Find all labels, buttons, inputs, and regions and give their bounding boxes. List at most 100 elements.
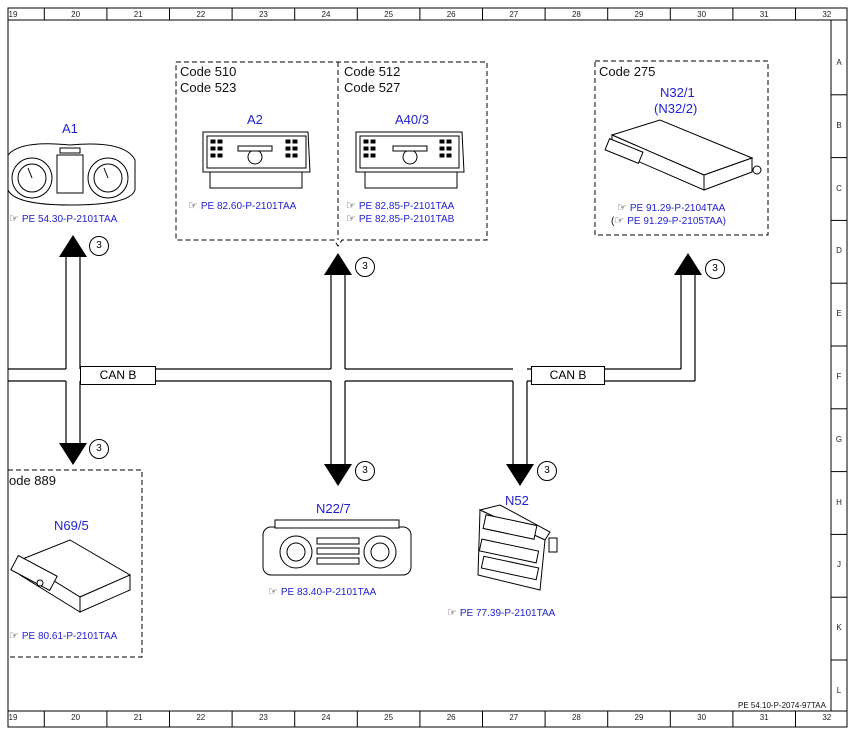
arrow-down-n22 [324,464,352,486]
component-name-n69: N69/5 [54,518,89,533]
grid-column-label: 24 [321,10,331,19]
grid-column-label: 23 [258,10,268,19]
grid-row-label: J [837,560,841,570]
n52-module-image [477,504,558,591]
grid-column-label: 22 [196,10,206,19]
document-reference: PE 54.10-P-2074-97TAA [738,701,826,710]
pointing-hand-icon: ☞ [9,630,19,642]
grid-column-label: 29 [634,10,644,19]
grid-row-label: E [836,309,842,319]
grid-column-label: 25 [384,713,394,722]
component-name-n52: N52 [505,493,529,508]
connector-3-n22: 3 [355,461,375,481]
grid-row-label: G [835,434,843,444]
grid-column-label: 32 [822,713,832,722]
ref-a2[interactable]: ☞PE 82.60-P-2101TAA [188,200,297,212]
grid-column-label: 22 [196,713,206,722]
code-box-n69 [8,469,143,658]
ref-n52[interactable]: ☞PE 77.39-P-2101TAA [447,607,556,619]
code-label-510: Code 510 [180,64,237,79]
arrow-down-n52 [506,464,534,486]
grid-column-label: 30 [697,10,707,19]
grid-column-label: 30 [697,713,707,722]
ref-n32-2[interactable]: (☞PE 91.29-P-2105TAA) [611,215,726,227]
grid-column-label: 25 [384,10,394,19]
can-b-label-left: CAN B [80,366,156,385]
connector-3-n32: 3 [705,259,725,279]
grid-column-label: 29 [634,713,644,722]
connector-3-n69: 3 [89,439,109,459]
component-name-a1: A1 [62,121,78,136]
a40-radio-image [355,131,465,189]
grid-ticks [43,8,847,727]
pointing-hand-icon: ☞ [188,200,198,212]
component-name-a2: A2 [247,112,263,127]
arrow-down-n69 [59,443,87,465]
grid-row-label: K [836,623,842,633]
code-box-n32 [594,60,769,236]
n69-module-image [10,539,132,613]
grid-column-label: 32 [822,10,832,19]
grid-row-label: H [836,497,842,507]
n22-climate-panel-image [262,519,412,576]
grid-column-label: 27 [509,713,519,722]
grid-column-label: 28 [571,10,581,19]
ref-a40-2[interactable]: ☞PE 82.85-P-2101TAB [346,213,455,225]
component-name-n22: N22/7 [316,501,351,516]
grid-column-label: 31 [759,10,769,19]
grid-column-label: 21 [133,713,143,722]
connector-3-audio: 3 [355,257,375,277]
code-box-audio [175,61,488,247]
pointing-hand-icon: ☞ [346,213,356,225]
pointing-hand-icon: ☞ [268,586,278,598]
ref-n32-prefix: ( [611,216,615,227]
arrow-up-a1 [59,235,87,257]
component-name-n32-alt: (N32/2) [654,101,698,116]
pointing-hand-icon: ☞ [9,213,19,225]
grid-column-label: 27 [509,10,519,19]
grid-column-label: 24 [321,713,331,722]
ref-a1[interactable]: ☞PE 54.30-P-2101TAA [9,213,118,225]
grid-column-label: 19 [8,713,18,722]
pointing-hand-icon: ☞ [614,215,625,227]
pointing-hand-icon: ☞ [617,202,627,214]
grid-column-label: 28 [571,713,581,722]
frame-border [7,7,848,728]
component-name-n32: N32/1 [660,85,695,100]
a1-instrument-cluster-image [7,143,136,206]
grid-row-label: D [836,246,842,256]
grid-column-label: 20 [71,10,81,19]
arrow-up-n32 [674,253,702,275]
grid-row-label: F [836,372,842,381]
ref-n32-1[interactable]: ☞PE 91.29-P-2104TAA [617,202,726,214]
code-label-512: Code 512 [344,64,401,79]
connector-3-n52: 3 [537,461,557,481]
ref-n22[interactable]: ☞PE 83.40-P-2101TAA [268,586,377,598]
grid-row-label: A [836,58,842,67]
code-label-523: Code 523 [180,80,237,95]
can-b-label-right: CAN B [531,366,605,385]
component-name-a40: A40/3 [395,112,429,127]
connection-arrows [59,235,702,486]
ref-a40-1[interactable]: ☞PE 82.85-P-2101TAA [346,200,455,212]
grid-column-label: 26 [446,713,456,722]
grid-column-label: 26 [446,10,456,19]
grid-row-label: B [836,120,842,130]
code-boxes [8,60,769,658]
pointing-hand-icon: ☞ [447,607,457,619]
connector-3-a1: 3 [89,236,109,256]
grid-row-label: L [836,686,842,695]
a2-radio-image [202,131,311,189]
code-label-527: Code 527 [344,80,401,95]
arrow-up-audio [324,253,352,275]
n32-module-image [604,119,762,191]
pointing-hand-icon: ☞ [346,200,356,212]
grid-column-label: 31 [759,713,769,722]
grid-column-label: 20 [71,713,81,722]
grid-column-label: 21 [133,10,143,19]
grid-column-label: 19 [8,10,18,19]
can-bus-wires [8,255,696,466]
ref-n69[interactable]: ☞PE 80.61-P-2101TAA [9,630,118,642]
